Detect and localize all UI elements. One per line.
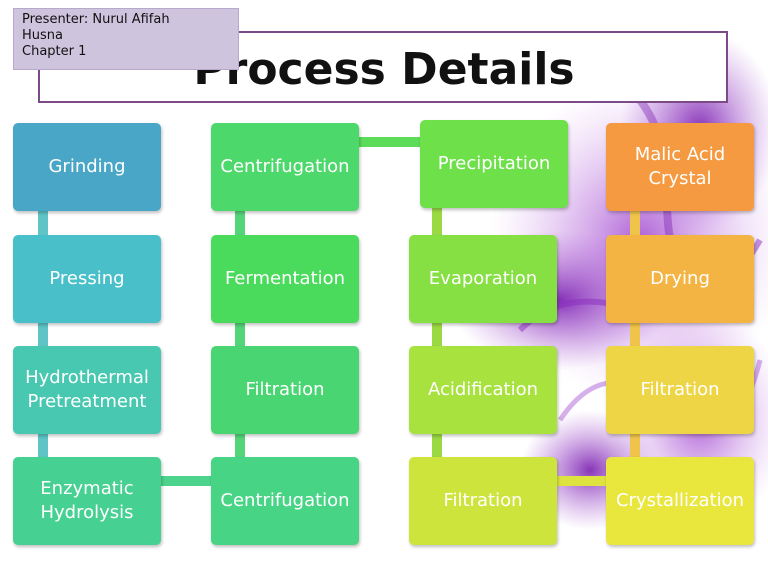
- connector-line: [432, 207, 442, 462]
- connector-line: [630, 208, 640, 460]
- connector-line: [38, 210, 48, 460]
- step-drying: Drying: [606, 235, 754, 323]
- connector-line: [160, 476, 212, 486]
- step-grinding: Grinding: [13, 123, 161, 211]
- connector-line: [358, 137, 422, 147]
- presenter-name-cont: Husna: [22, 28, 63, 43]
- step-centrifugation-2: Centrifugation: [211, 457, 359, 545]
- connector-line: [235, 210, 245, 460]
- step-filtration-3: Filtration: [606, 346, 754, 434]
- step-fermentation: Fermentation: [211, 235, 359, 323]
- chapter-label: Chapter 1: [22, 44, 87, 59]
- step-malic-acid-crystal: Malic Acid Crystal: [606, 123, 754, 211]
- presenter-name: Presenter: Nurul Afifah: [22, 12, 170, 27]
- step-crystallization: Crystallization: [606, 457, 754, 545]
- step-acidification: Acidification: [409, 346, 557, 434]
- connector-line: [556, 476, 608, 486]
- step-evaporation: Evaporation: [409, 235, 557, 323]
- step-enzymatic-hydrolysis: Enzymatic Hydrolysis: [13, 457, 161, 545]
- step-hydrothermal-pretreatment: Hydrothermal Pretreatment: [13, 346, 161, 434]
- step-precipitation: Precipitation: [420, 120, 568, 208]
- page-title: Process Details: [193, 44, 575, 95]
- step-filtration-2: Filtration: [409, 457, 557, 545]
- step-centrifugation-1: Centrifugation: [211, 123, 359, 211]
- presenter-info: Presenter: Nurul Afifah Husna Chapter 1: [13, 8, 239, 70]
- step-filtration-1: Filtration: [211, 346, 359, 434]
- step-pressing: Pressing: [13, 235, 161, 323]
